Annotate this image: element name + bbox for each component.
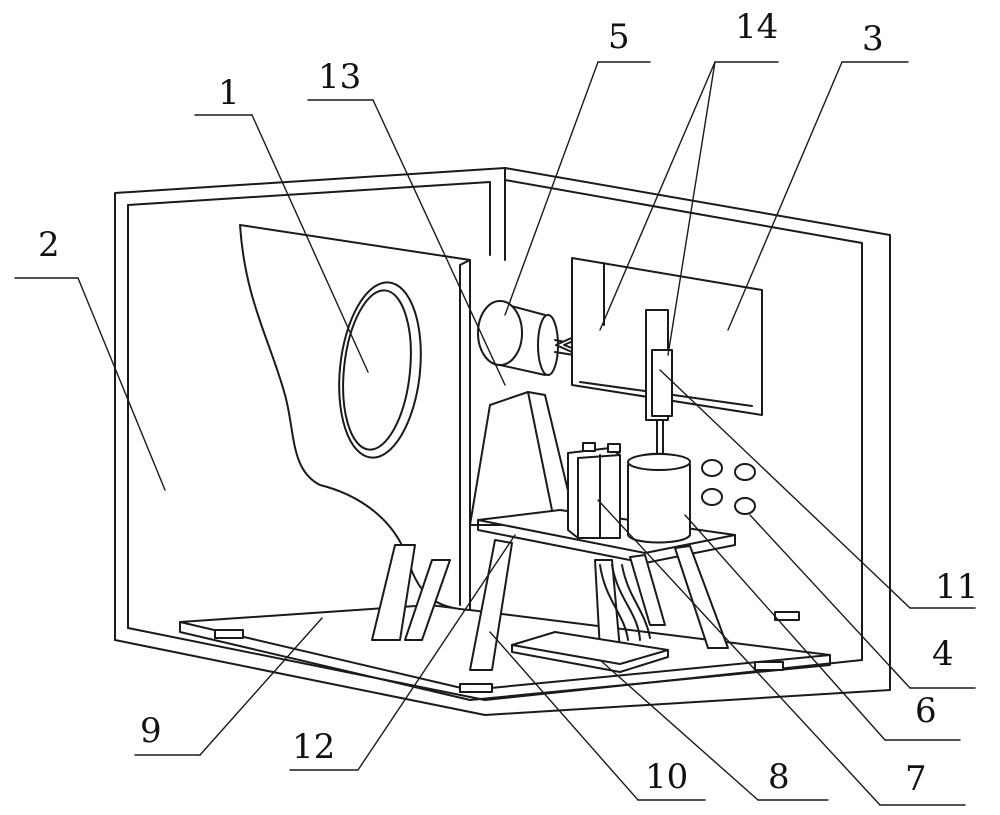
part-labels: 1 2 3 4 5 6 7 8 9 10 11 12 13 14 bbox=[38, 7, 978, 799]
control-buttons bbox=[701, 459, 756, 515]
label-7: 7 bbox=[905, 759, 927, 799]
label-13: 13 bbox=[318, 57, 361, 97]
slide-rail bbox=[645, 309, 673, 461]
leader-lines bbox=[14, 61, 976, 806]
label-12: 12 bbox=[292, 727, 335, 767]
label-4: 4 bbox=[932, 634, 954, 674]
motor-cylinder bbox=[477, 300, 581, 376]
label-2: 2 bbox=[38, 225, 60, 265]
label-14: 14 bbox=[735, 7, 778, 47]
cables bbox=[599, 564, 651, 641]
label-1: 1 bbox=[218, 73, 240, 113]
power-unit bbox=[627, 452, 691, 544]
label-3: 3 bbox=[862, 19, 884, 59]
driver-box bbox=[567, 442, 621, 539]
base-plate bbox=[179, 604, 831, 701]
label-6: 6 bbox=[915, 691, 937, 731]
label-9: 9 bbox=[140, 711, 162, 751]
label-11: 11 bbox=[935, 567, 978, 607]
label-8: 8 bbox=[768, 757, 790, 797]
bottom-plate bbox=[511, 631, 669, 673]
label-10: 10 bbox=[645, 757, 688, 797]
head-model bbox=[239, 224, 471, 611]
label-5: 5 bbox=[608, 17, 630, 57]
motor-support bbox=[469, 391, 576, 526]
head-stand bbox=[371, 544, 451, 641]
